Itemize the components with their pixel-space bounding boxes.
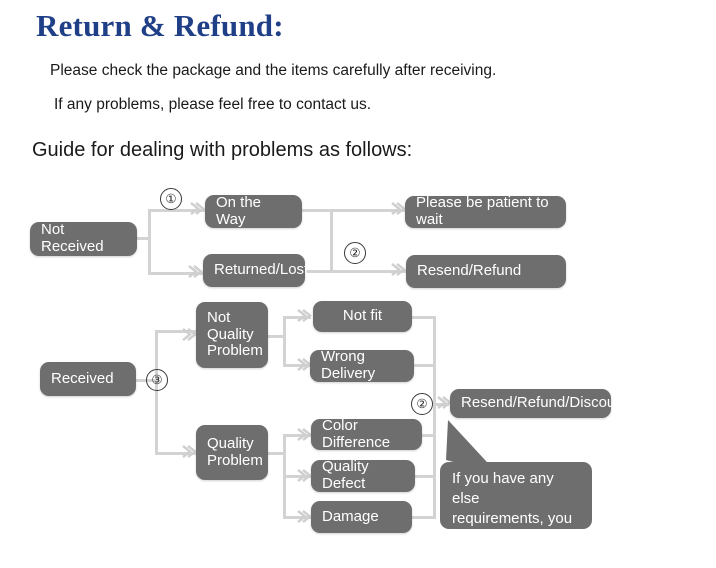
connector-line [410,434,436,437]
page-title: Return & Refund: [36,8,284,43]
connector-line [148,209,151,275]
guide-heading: Guide for dealing with problems as follo… [32,139,413,161]
connector-line [410,316,436,319]
arrow-head-icon [391,262,406,276]
step-marker-2-top: ② [344,242,366,264]
connector-line [283,434,311,437]
connector-line [410,516,436,519]
arrow-head-icon [190,201,205,215]
node-resend-refund-discount[interactable]: Resend/Refund/Discount [450,389,628,418]
intro-line-1: Please check the package and the items c… [50,62,497,79]
connector-line [155,330,197,333]
connector-line [283,475,311,478]
node-quality-problem[interactable]: Quality Problem [196,425,268,480]
arrow-head-icon [437,395,452,409]
return-refund-infographic: Return & Refund: Please check the packag… [30,8,628,566]
connector-line [330,209,333,271]
node-received[interactable]: Received [40,362,136,396]
node-returned-lost[interactable]: Returned/Lost [203,254,308,287]
step-marker-2-bottom: ② [411,393,433,415]
node-wrong-delivery[interactable]: Wrong Delivery [310,348,414,382]
node-damage[interactable]: Damage [311,501,412,533]
connector-line [412,364,436,367]
arrow-head-icon [182,444,197,458]
node-not-received[interactable]: Not Received [30,221,137,256]
connector-line [283,364,311,367]
node-color-difference[interactable]: Color Difference [311,417,422,450]
connector-line [148,209,206,212]
connector-line [300,209,408,212]
node-not-fit[interactable]: Not fit [313,301,412,332]
connector-line [155,452,197,455]
arrow-head-icon [391,201,406,215]
arrow-head-icon [297,308,312,322]
connector-line [148,272,206,275]
connector-line [155,330,158,455]
callout-bubble: If you have any else requirements, you c… [440,462,592,566]
step-marker-3: ③ [146,369,168,391]
node-on-the-way[interactable]: On the Way [205,194,302,228]
connector-line [410,475,436,478]
step-marker-1: ① [160,188,182,210]
node-quality-defect[interactable]: Quality Defect [311,458,415,492]
node-please-be-patient-to-wait[interactable]: Please be patient to wait [405,194,566,228]
connector-line [132,379,158,382]
connector-line [433,316,436,516]
connector-line [266,335,286,338]
connector-line [433,403,449,406]
connector-line [266,452,286,455]
connector-line [283,316,286,366]
intro-line-2: If any problems, please feel free to con… [54,96,372,113]
node-not-quality-problem[interactable]: Not Quality Problem [196,302,268,368]
callout-tail-icon [446,420,498,474]
connector-line [283,516,311,519]
arrow-head-icon [188,264,203,278]
connector-line [133,237,151,240]
connector-line [303,270,409,273]
node-resend-refund[interactable]: Resend/Refund [406,255,566,288]
connector-line [283,316,311,319]
